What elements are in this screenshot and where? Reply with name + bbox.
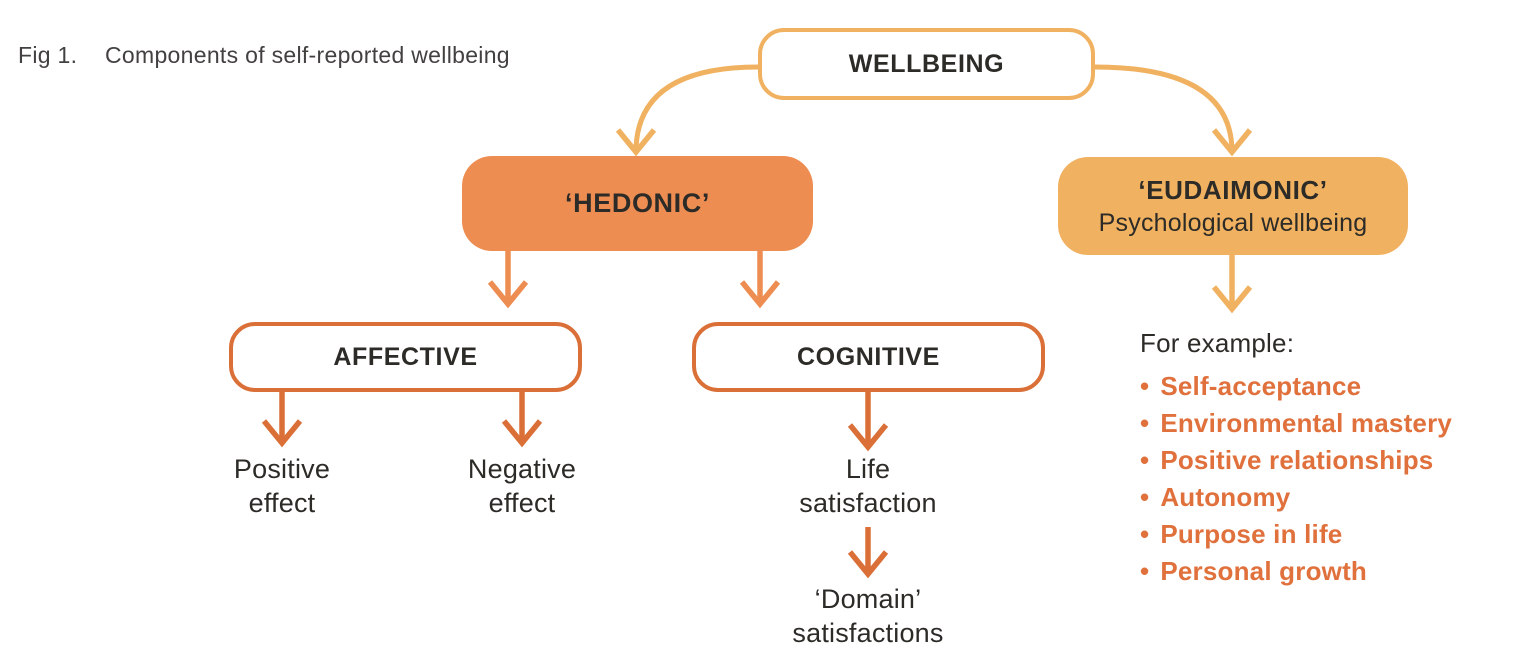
list-item: • Autonomy	[1140, 483, 1452, 511]
list-item: • Personal growth	[1140, 557, 1452, 585]
example-item-label: Environmental mastery	[1160, 408, 1453, 438]
arrowhead-wellbeing-to-hedonic	[615, 128, 657, 157]
positive-effect-label: Positive effect	[172, 452, 392, 520]
affective-box: AFFECTIVE	[229, 322, 582, 392]
hedonic-box: ‘HEDONIC’	[462, 156, 813, 251]
arrowhead-hedonic-to-cognitive	[739, 280, 781, 309]
arrowhead-life-to-domain-satisfactions	[847, 550, 889, 579]
negative-effect-label: Negative effect	[412, 452, 632, 520]
life-satisfaction-label: Life satisfaction	[748, 452, 988, 520]
negative-effect-line1: Negative	[467, 454, 577, 484]
arrow-wellbeing-to-hedonic	[633, 64, 759, 153]
cognitive-label: COGNITIVE	[797, 342, 940, 371]
figure-label: Fig 1.	[18, 42, 78, 68]
eudaimonic-box: ‘EUDAIMONIC’ Psychological wellbeing	[1058, 157, 1408, 255]
example-item-label: Purpose in life	[1160, 519, 1343, 549]
life-satisfaction-line1: Life	[845, 454, 891, 484]
hedonic-label: ‘HEDONIC’	[565, 188, 710, 218]
domain-satisfactions-line2: satisfactions	[792, 618, 944, 648]
cognitive-box: COGNITIVE	[692, 322, 1045, 392]
domain-satisfactions-label: ‘Domain’ satisfactions	[728, 582, 1008, 650]
list-item: • Purpose in life	[1140, 520, 1452, 548]
example-item-label: Positive relationships	[1160, 445, 1434, 475]
example-item-label: Self-acceptance	[1160, 371, 1362, 401]
example-item-label: Autonomy	[1160, 482, 1291, 512]
examples-heading: For example:	[1140, 328, 1295, 358]
wellbeing-box: WELLBEING	[758, 28, 1095, 100]
examples-list: • Self-acceptance • Environmental master…	[1140, 372, 1452, 594]
figure-title: Components of self-reported wellbeing	[105, 42, 510, 68]
arrowhead-hedonic-to-affective	[487, 280, 529, 309]
bullet-icon: •	[1140, 482, 1150, 512]
affective-label: AFFECTIVE	[333, 342, 478, 371]
bullet-icon: •	[1140, 519, 1150, 549]
bullet-icon: •	[1140, 556, 1150, 586]
arrowhead-wellbeing-to-eudaimonic	[1211, 128, 1253, 157]
life-satisfaction-line2: satisfaction	[799, 488, 937, 518]
eudaimonic-subtitle: Psychological wellbeing	[1098, 208, 1368, 237]
positive-effect-line1: Positive	[233, 454, 331, 484]
arrowhead-affective-to-positive	[261, 419, 303, 448]
bullet-icon: •	[1140, 408, 1150, 438]
arrowhead-cognitive-to-life-satisfaction	[847, 423, 889, 452]
eudaimonic-title: ‘EUDAIMONIC’	[1138, 174, 1328, 205]
list-item: • Positive relationships	[1140, 446, 1452, 474]
arrow-wellbeing-to-eudaimonic	[1094, 64, 1235, 153]
list-item: • Environmental mastery	[1140, 409, 1452, 437]
negative-effect-line2: effect	[488, 488, 556, 518]
arrowhead-affective-to-negative	[501, 419, 543, 448]
example-item-label: Personal growth	[1160, 556, 1368, 586]
wellbeing-label: WELLBEING	[848, 49, 1005, 78]
positive-effect-line2: effect	[248, 488, 316, 518]
list-item: • Self-acceptance	[1140, 372, 1452, 400]
arrowhead-eudaimonic-to-examples	[1211, 285, 1253, 314]
bullet-icon: •	[1140, 371, 1150, 401]
bullet-icon: •	[1140, 445, 1150, 475]
domain-satisfactions-line1: ‘Domain’	[814, 584, 922, 614]
